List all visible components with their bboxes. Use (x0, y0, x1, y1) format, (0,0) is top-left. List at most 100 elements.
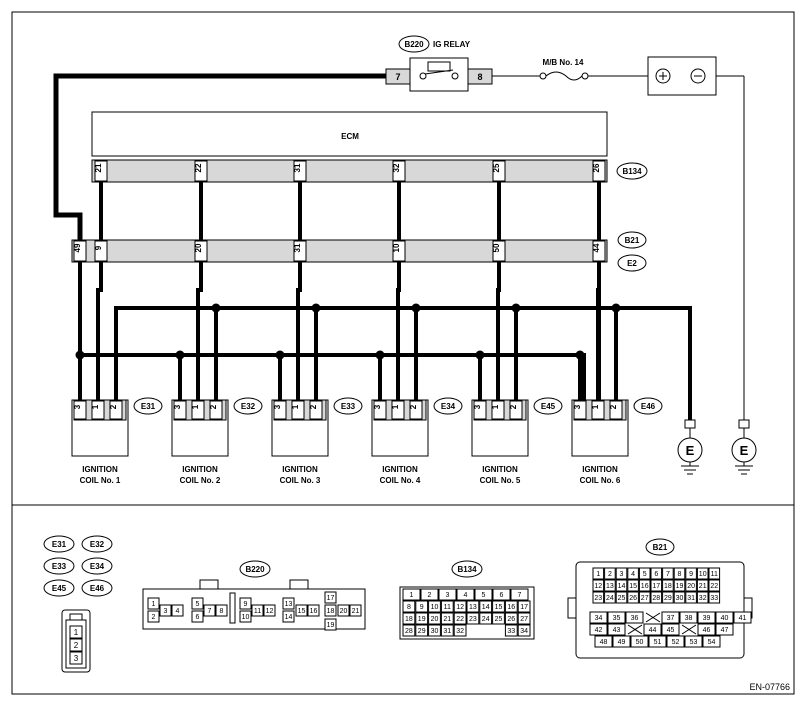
coil-pin-label: 3 (573, 404, 582, 409)
legend-b134-pin-box (474, 588, 493, 601)
ecm-pin-label: 25 (492, 163, 501, 172)
legend-b21-pin-box (696, 567, 709, 580)
ecm-pin-label: 32 (392, 163, 401, 172)
legend-b134-pin-label: 1 (410, 592, 414, 599)
coil-pin-label: 1 (291, 404, 300, 409)
legend-b21-pin-box (604, 567, 616, 580)
signal-wire-lower (396, 262, 401, 400)
legend-b134-pin-box (428, 624, 441, 637)
legend-b134-pin-label: 14 (482, 604, 490, 611)
coil-pin-label: 2 (109, 404, 118, 409)
legend-b220-pin-box (282, 597, 295, 610)
legend-b220-pin-label: 14 (285, 614, 293, 621)
legend-b21-pin-box (666, 635, 685, 648)
legend-b21-pin-label: 24 (606, 595, 614, 602)
legend-b134-pin-box (440, 624, 454, 637)
legend-b21-pin-label: 18 (664, 583, 672, 590)
legend-b21-pin-box (627, 591, 639, 604)
legend-b134-pin-label: 4 (464, 592, 468, 599)
coil-pin-label: 3 (373, 404, 382, 409)
legend-b134-pin-box (402, 624, 416, 637)
coil-pin-box (91, 400, 105, 420)
legend-b21-pin-box (589, 623, 608, 636)
coil-connector-label: E45 (541, 402, 556, 411)
legend-b21-pin-label: 9 (689, 571, 693, 578)
harness-pin-box (392, 240, 406, 262)
legend-coil-label: E34 (90, 562, 105, 571)
legend-b21-pin-box (662, 579, 674, 592)
legend-coil-label: E32 (90, 540, 105, 549)
legend-b134-pin-label: 16 (507, 604, 515, 611)
legend-b21-pin-label: 21 (699, 583, 707, 590)
legend-coil-badge (81, 535, 113, 553)
legend-b21-pin-label: 53 (690, 639, 698, 646)
legend-b21-pin-box (684, 635, 703, 648)
legend-b21-pin-box (679, 611, 698, 624)
reference-code: EN-07766 (749, 682, 790, 692)
legend-b134-pin-label: 3 (446, 592, 450, 599)
legend-b134-pin-box (415, 612, 429, 625)
coil-pin-label: 2 (409, 404, 418, 409)
legend-b21-pin-label: 25 (618, 595, 626, 602)
harness-pin-label: 44 (592, 243, 601, 252)
legend-b21-pin-box (625, 611, 644, 624)
legend-b134-pin-box (402, 600, 416, 613)
legend-b21-pin-label: 48 (600, 639, 608, 646)
harness-pin-box (293, 240, 307, 262)
legend-b21-pin-box (604, 591, 616, 604)
legend-b21-pin-box (685, 567, 697, 580)
ecm-pin-label: 26 (592, 163, 601, 172)
legend-b220-pin-label: 15 (298, 608, 306, 615)
legend-b134-pin-label: 28 (405, 628, 413, 635)
legend-b220-pin-box (203, 604, 216, 617)
legend-coil-pin-box (69, 625, 83, 639)
signal-wire-lower (196, 262, 203, 400)
coil-pin-label: 2 (309, 404, 318, 409)
legend-b220-pin-label: 18 (327, 608, 335, 615)
legend-b21-pin-box (697, 611, 716, 624)
legend-b220-pin-label: 10 (242, 614, 250, 621)
legend-b220-pin-label: 19 (327, 622, 335, 629)
legend-b134-pin-label: 26 (507, 616, 515, 623)
coil-pin-box (609, 400, 623, 420)
legend-b134-pin-box (428, 612, 441, 625)
coil-sub-label: COIL No. 3 (280, 476, 321, 485)
legend-b134-pin-box (517, 624, 531, 637)
legend-b220-pin-label: 13 (285, 601, 293, 608)
legend-b134-pin-label: 21 (443, 616, 451, 623)
legend-b21-pin-label: 50 (636, 639, 644, 646)
legend-b21-pin-label: 23 (594, 595, 602, 602)
legend-b134-pin-box (440, 600, 454, 613)
legend-b21-pin-label: 19 (676, 583, 684, 590)
power-bus (78, 262, 586, 400)
fuse-label: M/B No. 14 (543, 58, 584, 67)
legend-b220-pin-label: 17 (327, 595, 335, 602)
legend-coil-label: E46 (90, 584, 105, 593)
legend-b21-pin-label: 43 (613, 627, 621, 634)
relay-connector-badge (398, 35, 430, 53)
harness-pin-label: 9 (94, 245, 103, 250)
ecm: ECM B134 (91, 111, 648, 183)
coil-pin-box (491, 400, 505, 420)
fuse: M/B No. 14 (492, 58, 648, 81)
legend-b134-pin-box (504, 624, 518, 637)
coil-connector-badge (233, 397, 263, 415)
legend-b21-pin-label: 52 (672, 639, 680, 646)
legend-b21-pin-label: 7 (666, 571, 670, 578)
legend-b134-pin-box (402, 612, 416, 625)
legend-b134-pin-label: 13 (469, 604, 477, 611)
legend-b21-pin-box (662, 567, 674, 580)
harness-pin-label: 50 (492, 243, 501, 252)
ecm-connector-label: B134 (622, 167, 642, 176)
legend-b21-pin-label: 2 (608, 571, 612, 578)
legend-b21-pin-box (592, 579, 605, 592)
legend-b21-pin-label: 45 (667, 627, 675, 634)
legend-b134-pin-label: 12 (456, 604, 464, 611)
legend-b21-pin-box (589, 611, 608, 624)
harness-strip (71, 239, 608, 263)
legend-b134-pin-label: 10 (431, 604, 439, 611)
legend-b134-pin-label: 20 (431, 616, 439, 623)
